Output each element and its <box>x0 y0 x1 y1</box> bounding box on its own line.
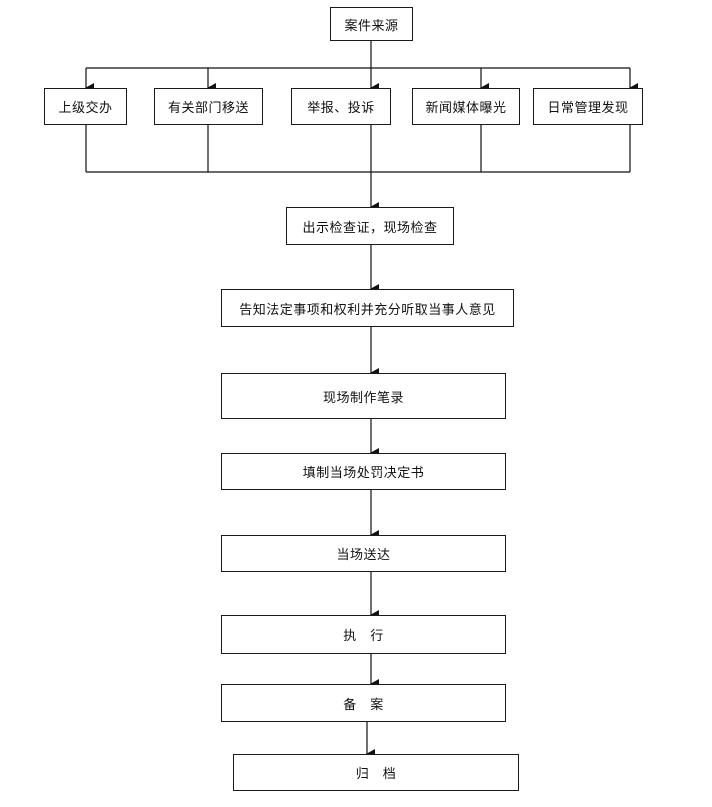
step-file-record: 备 案 <box>221 684 506 722</box>
step-archive: 归 档 <box>233 754 519 791</box>
step-make-record: 现场制作笔录 <box>221 373 506 419</box>
step-label: 填制当场处罚决定书 <box>302 466 425 481</box>
branch-label: 日常管理发现 <box>547 101 629 116</box>
step-label: 备 案 <box>343 697 384 713</box>
branch-media-exposure: 新闻媒体曝光 <box>412 88 520 125</box>
branch-label: 举报、投诉 <box>307 101 375 116</box>
branch-label: 有关部门移送 <box>167 101 249 116</box>
step-inform-rights: 告知法定事项和权利并充分听取当事人意见 <box>221 289 514 327</box>
step-label: 告知法定事项和权利并充分听取当事人意见 <box>239 302 496 318</box>
branch-routine-discovery: 日常管理发现 <box>533 88 643 125</box>
branch-report-complaint: 举报、投诉 <box>291 88 391 125</box>
step-label: 出示检查证，现场检查 <box>302 220 438 236</box>
case-source-label: 案件来源 <box>344 18 399 34</box>
step-label: 执 行 <box>343 629 384 644</box>
branch-label: 新闻媒体曝光 <box>425 101 507 116</box>
step-label: 归 档 <box>355 767 397 782</box>
step-execute: 执 行 <box>221 615 506 654</box>
branch-superior-assigned: 上级交办 <box>44 88 127 125</box>
step-label: 现场制作笔录 <box>322 390 404 406</box>
case-source-box: 案件来源 <box>330 7 413 41</box>
step-deliver: 当场送达 <box>221 535 506 572</box>
step-fill-decision: 填制当场处罚决定书 <box>221 453 506 490</box>
step-show-certificate: 出示检查证，现场检查 <box>286 207 454 245</box>
branch-label: 上级交办 <box>58 101 113 116</box>
step-label: 当场送达 <box>336 548 391 563</box>
branch-department-transfer: 有关部门移送 <box>154 88 263 125</box>
